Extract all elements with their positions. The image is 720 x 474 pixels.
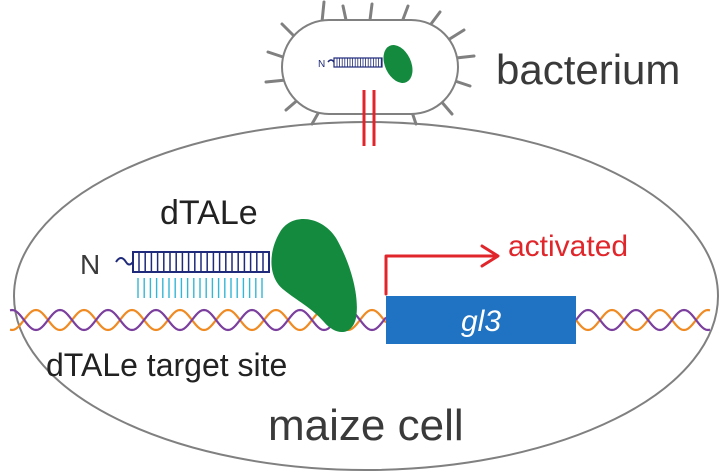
maize-cell-label: maize cell bbox=[268, 401, 464, 450]
bacterium-n-terminus-label: N bbox=[318, 59, 325, 70]
gl3-gene-label: gl3 bbox=[461, 305, 501, 338]
dtale-dna-contacts bbox=[137, 278, 263, 298]
activation-arrow bbox=[384, 244, 500, 296]
dtale-label: dTALe bbox=[160, 194, 258, 232]
dna-double-helix bbox=[9, 308, 711, 332]
target-site-label: dTALe target site bbox=[46, 347, 287, 383]
activated-label: activated bbox=[508, 230, 628, 263]
maize-cell-outline bbox=[13, 121, 719, 471]
dtale-protein bbox=[115, 219, 357, 333]
secretion-channel bbox=[362, 90, 376, 146]
bacterium-dtale-protein bbox=[327, 45, 413, 83]
dtale-activation-domain bbox=[271, 219, 357, 333]
bacterium-label: bacterium bbox=[496, 46, 680, 93]
gl3-gene-box bbox=[386, 296, 576, 344]
dtale-n-terminus-label: N bbox=[80, 249, 100, 280]
